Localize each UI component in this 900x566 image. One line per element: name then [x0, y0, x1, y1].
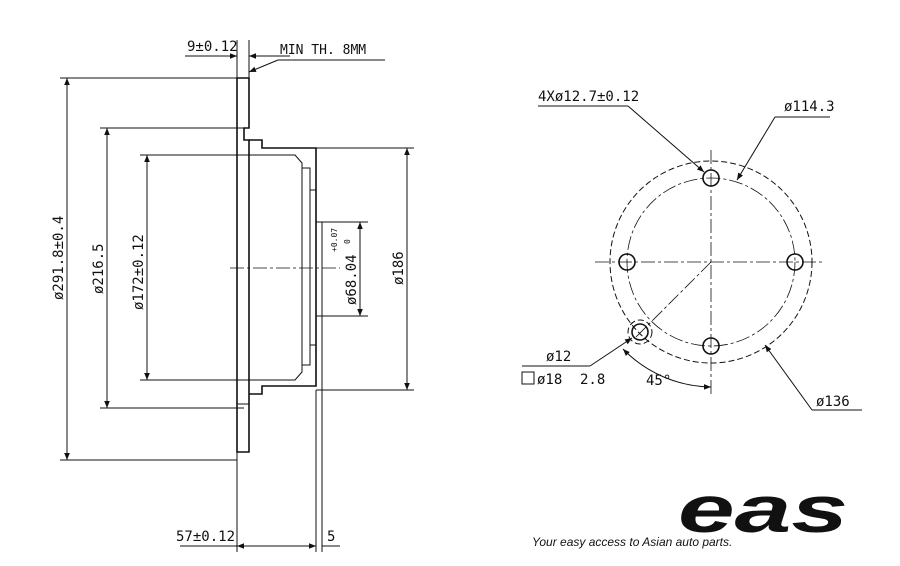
hole-small-label: ø12	[546, 349, 571, 365]
counterbore-depth-label: 2.8	[580, 372, 605, 388]
hat-outline	[249, 139, 317, 395]
front-view: 4Xø12.7±0.12 ø114.3 ø12 ø18 2.8 45° ø136	[521, 89, 862, 411]
logo-tagline: Your easy access to Asian auto parts.	[532, 535, 732, 549]
pcd-circle	[626, 177, 796, 347]
circle-136-label: ø136	[816, 394, 850, 410]
bolt-hole-bottom	[702, 337, 720, 355]
diameter-172-label: ø172±0.12	[131, 234, 147, 310]
hat-inner-step	[302, 167, 316, 366]
pcd-label: ø114.3	[784, 99, 835, 115]
locating-hole	[631, 323, 649, 341]
thickness-label: 9±0.12	[187, 39, 238, 55]
circle-136	[609, 160, 813, 364]
hat-offset-label: 5	[327, 529, 335, 545]
height-label: 57±0.12	[176, 529, 235, 545]
angle-label: 45°	[646, 373, 671, 389]
bolt-holes-label: 4Xø12.7±0.12	[538, 89, 639, 105]
angle-arc	[622, 348, 712, 390]
bolt-hole-top	[702, 169, 720, 187]
center-bore-tol-upper: +0.07	[330, 228, 339, 252]
disc-ring-outline	[236, 77, 250, 453]
eas-logo: eas Your easy access to Asian auto parts…	[532, 472, 848, 549]
hat-inner-outline	[244, 154, 303, 381]
hat-diameter-label: ø186	[391, 251, 407, 285]
center-bore-tol-lower: 0	[343, 239, 352, 244]
side-view: ø291.8±0.4 ø216.5 ø172±0.12 ø68.04 +0.07…	[51, 39, 414, 552]
counterbore-label: ø18	[537, 372, 562, 388]
locating-counterbore	[627, 319, 653, 345]
outer-diameter-label: ø291.8±0.4	[51, 216, 67, 300]
ring-detail	[237, 127, 249, 405]
center-bore-label: ø68.04	[344, 254, 360, 305]
bolt-hole-right	[786, 253, 804, 271]
min-thickness-label: MIN TH. 8MM	[280, 43, 366, 58]
diameter-216-label: ø216.5	[91, 243, 107, 294]
counterbore-symbol	[521, 371, 535, 385]
bolt-hole-left	[618, 253, 636, 271]
bore-step	[316, 221, 323, 317]
logo-brand: eas	[678, 472, 848, 546]
